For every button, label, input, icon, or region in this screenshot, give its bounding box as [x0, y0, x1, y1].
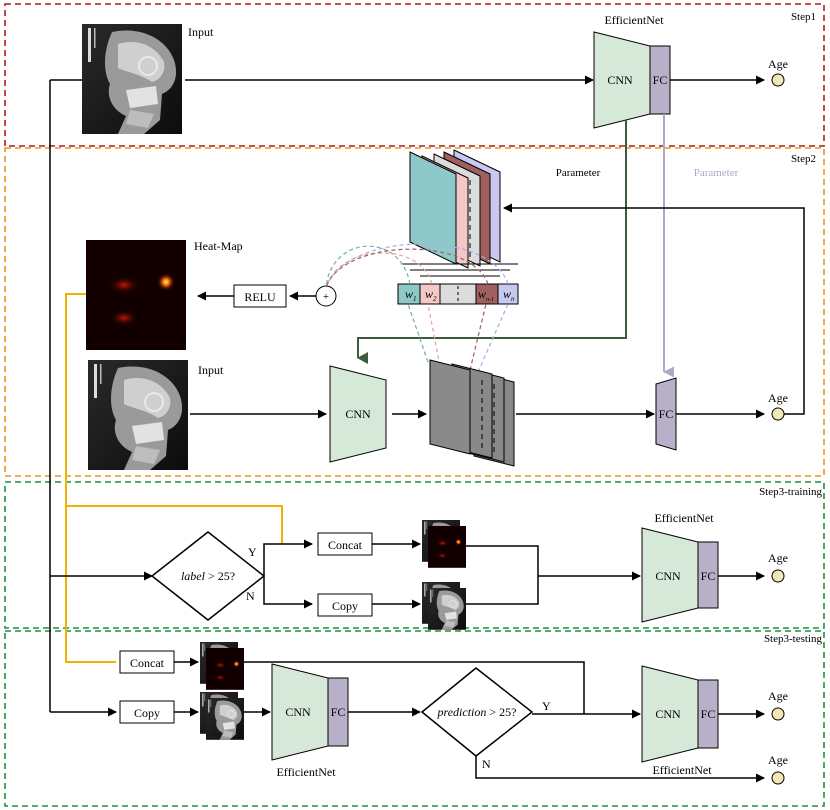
testing-copy-label: Copy	[134, 706, 160, 720]
heatmap-to-training-concat-line	[66, 505, 283, 544]
weight-2: w2	[425, 287, 437, 303]
testing-model-a-name: EfficientNet	[276, 765, 336, 779]
training-model-name: EfficientNet	[654, 511, 714, 525]
step1-age-node	[771, 73, 785, 87]
testing-cnn-a-label: CNN	[285, 705, 311, 719]
parameter-link-cnn	[357, 120, 627, 364]
weights-bar	[397, 283, 519, 305]
training-no-label: N	[246, 589, 255, 603]
step1-input-xray	[81, 23, 183, 135]
feedback-arrow	[503, 203, 805, 415]
step1-cnn-label: CNN	[607, 73, 633, 87]
step2-fc-label: FC	[659, 407, 674, 421]
testing-yes-label: Y	[542, 699, 551, 713]
relu-label: RELU	[244, 290, 276, 304]
weight-n-1: wn-1	[478, 287, 494, 303]
training-concat-label: Concat	[328, 538, 363, 552]
testing-fc-a-label: FC	[331, 705, 346, 719]
step1-label: Step1	[791, 11, 816, 23]
training-decision-label: label > 25?	[181, 569, 235, 583]
testing-no-arrow	[475, 756, 765, 783]
training-concat-thumb	[421, 519, 466, 568]
weight-n: wn	[503, 287, 515, 303]
step1-frame	[4, 3, 825, 147]
training-yes-arrow	[263, 539, 313, 576]
training-copy-box	[317, 593, 373, 617]
testing-fc-b-label: FC	[701, 707, 716, 721]
testing-concat-label: Concat	[130, 656, 165, 670]
step2-age-node	[771, 407, 785, 421]
training-cnn-label: CNN	[655, 569, 681, 583]
testing-model-b-name: EfficientNet	[652, 763, 712, 777]
training-fc-block	[697, 541, 719, 609]
heatmap-label: Heat-Map	[194, 239, 243, 253]
testing-age-node-2	[771, 771, 785, 785]
training-decision	[150, 531, 266, 621]
training-copy-label: Copy	[332, 599, 358, 613]
testing-cnn-b-label: CNN	[655, 707, 681, 721]
testing-age-node-1	[771, 707, 785, 721]
parameter-label-cnn: Parameter	[556, 167, 601, 179]
weight-1: w1	[405, 287, 417, 303]
testing-copy-thumb	[199, 691, 245, 741]
step2-input-label: Input	[198, 363, 224, 377]
training-fc-label: FC	[701, 569, 716, 583]
step2-fc-block	[655, 377, 677, 451]
step3-testing-frame	[4, 630, 825, 807]
step1-input-label: Input	[188, 25, 214, 39]
testing-concat-merge-line	[244, 661, 585, 714]
heatmap-image	[86, 240, 186, 350]
training-merge-lines	[466, 545, 539, 605]
step2-label: Step2	[791, 153, 816, 165]
training-no-arrow	[263, 576, 313, 609]
step1-fc-label: FC	[653, 73, 668, 87]
step1-age-label: Age	[768, 57, 788, 71]
step2-input-xray	[87, 359, 189, 471]
testing-age-label-1: Age	[768, 689, 788, 703]
weighted-feature-maps	[409, 149, 501, 269]
testing-age-label-2: Age	[768, 753, 788, 767]
training-age-label: Age	[768, 551, 788, 565]
feature-maps	[429, 359, 515, 467]
training-copy-thumb	[421, 581, 467, 631]
step2-age-label: Age	[768, 391, 788, 405]
training-age-node	[771, 569, 785, 583]
sum-node-label: +	[323, 291, 329, 303]
training-yes-label: Y	[248, 545, 257, 559]
weight-sum-links	[325, 243, 509, 289]
parameter-label-fc: Parameter	[694, 167, 739, 179]
step3-training-label: Step3-training	[759, 486, 822, 498]
step2-cnn-block	[329, 365, 387, 463]
step3-training-frame	[4, 481, 825, 629]
feature-weight-links	[407, 303, 509, 373]
step2-cnn-label: CNN	[345, 407, 371, 421]
testing-concat-thumb	[199, 641, 244, 690]
step2-frame	[4, 147, 825, 477]
testing-no-label: N	[482, 757, 491, 771]
testing-decision-label: prediction > 25?	[437, 705, 517, 719]
step3-testing-label: Step3-testing	[764, 633, 823, 645]
step1-model-name: EfficientNet	[604, 13, 664, 27]
heatmap-distribution-line	[65, 293, 116, 663]
